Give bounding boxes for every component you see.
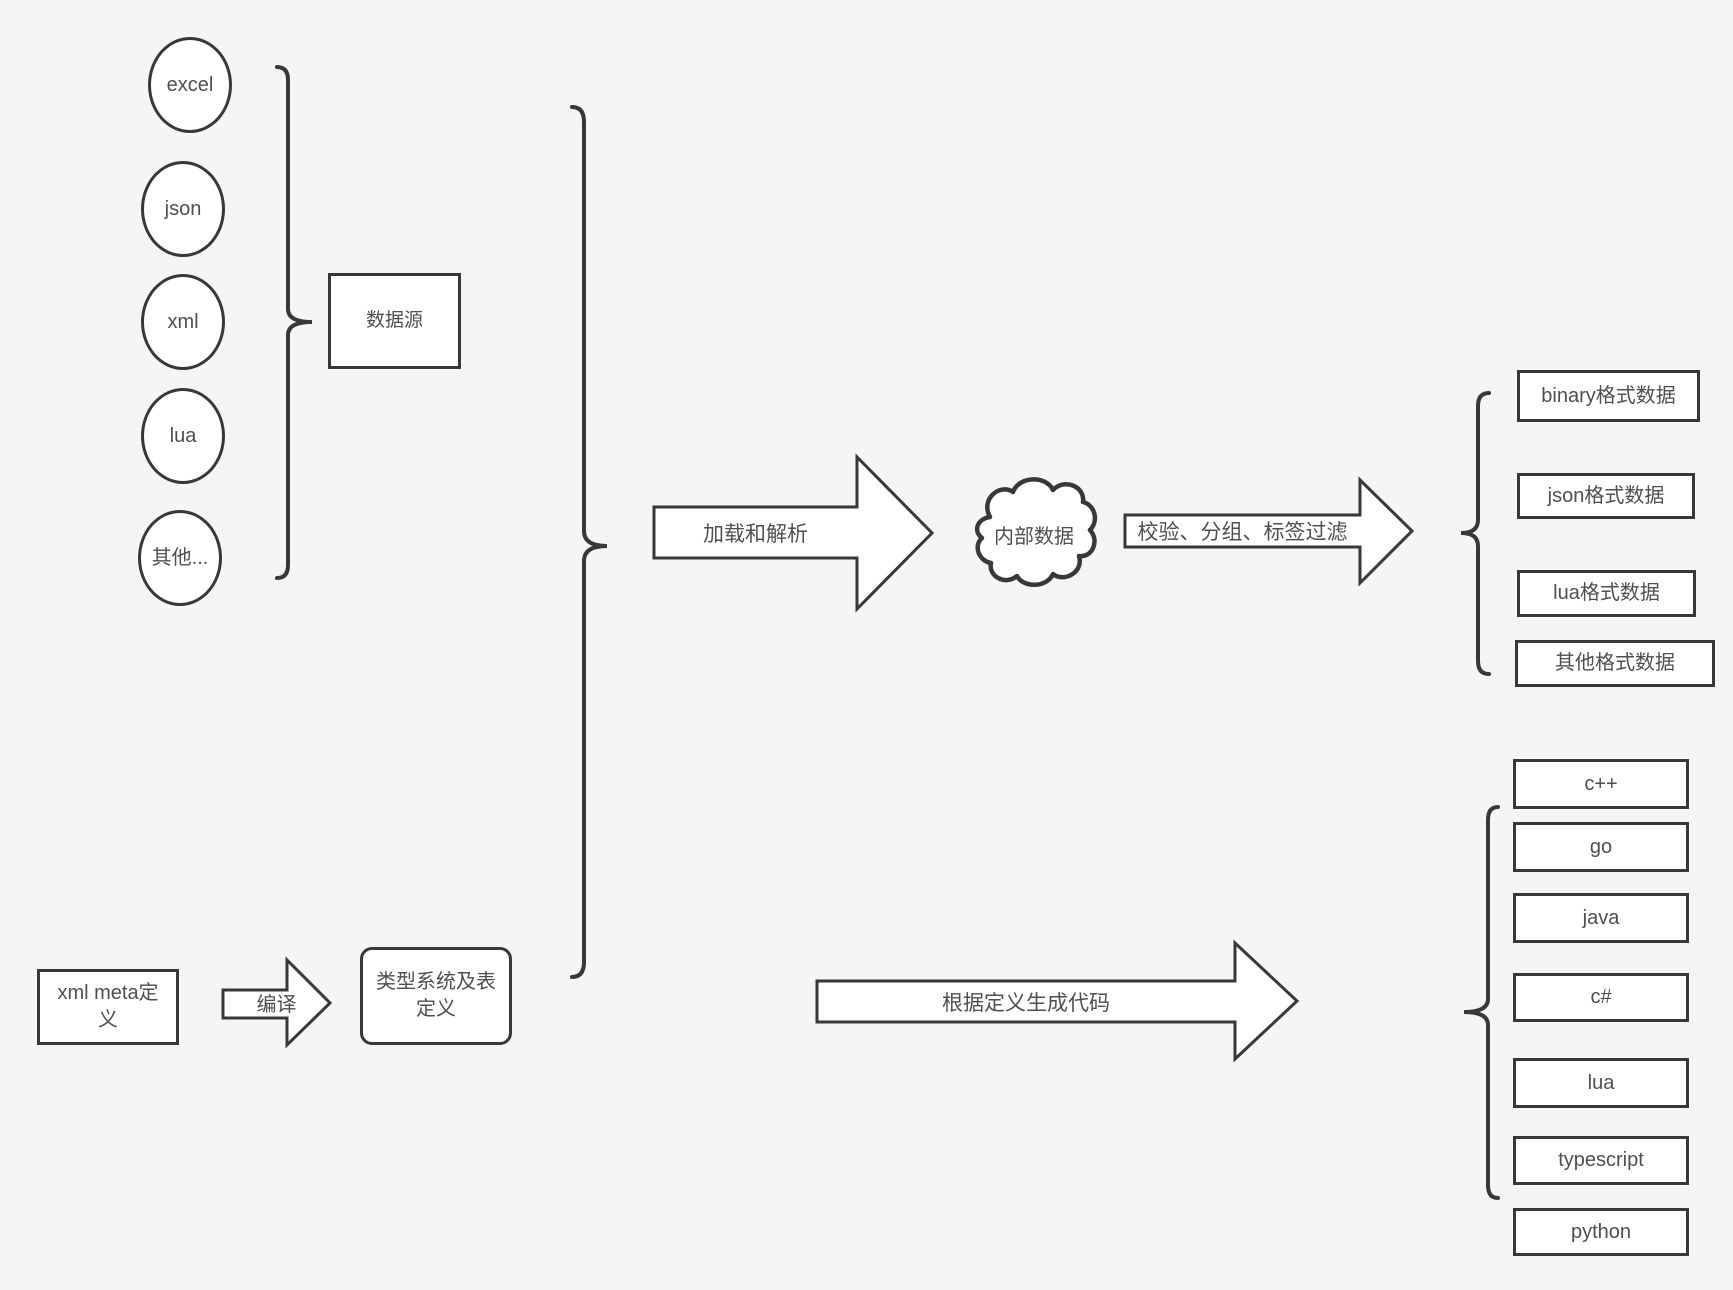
source-ellipse-excel: excel xyxy=(148,37,232,133)
language-label: go xyxy=(1589,835,1613,858)
language-box-python: python xyxy=(1513,1208,1689,1256)
arrow-compile xyxy=(221,956,333,1049)
source-ellipse-lua: lua xyxy=(141,388,225,484)
type-system-line2: 定义 xyxy=(416,998,456,1020)
source-label: excel xyxy=(166,73,214,96)
source-label: json xyxy=(164,197,202,220)
format-box-other: 其他格式数据 xyxy=(1515,640,1715,687)
source-label: xml xyxy=(167,310,199,333)
arrow-validate-filter-label: 校验、分组、标签过滤 xyxy=(1137,521,1348,544)
data-source-box: 数据源 xyxy=(328,273,461,369)
arrow-codegen xyxy=(815,939,1300,1063)
format-box-binary: binary格式数据 xyxy=(1517,370,1700,422)
source-ellipse-other: 其他... xyxy=(138,510,222,606)
language-box-cpp: c++ xyxy=(1513,759,1689,809)
brace-sources-group xyxy=(275,65,313,580)
xml-meta-def-box: xml meta定 义 xyxy=(37,969,179,1045)
xml-meta-def-line1: xml meta定 xyxy=(57,982,159,1004)
brace-main-group xyxy=(570,105,608,979)
format-label: 其他格式数据 xyxy=(1555,652,1675,674)
cloud-internal-data-label: 内部数据 xyxy=(994,525,1074,548)
arrow-validate-filter xyxy=(1123,476,1415,587)
source-ellipse-json: json xyxy=(141,161,225,257)
format-label: json格式数据 xyxy=(1547,484,1665,507)
language-label: c# xyxy=(1590,986,1612,1008)
type-system-line1: 类型系统及表 xyxy=(376,971,496,993)
xml-meta-def-line2: 义 xyxy=(98,1009,118,1031)
source-label: 其他... xyxy=(151,546,209,569)
arrow-load-parse-label: 加载和解析 xyxy=(703,522,808,546)
format-label: lua格式数据 xyxy=(1553,582,1660,604)
brace-languages xyxy=(1463,805,1500,1200)
language-box-typescript: typescript xyxy=(1513,1136,1689,1185)
data-source-label: 数据源 xyxy=(365,310,423,332)
cloud-internal-data xyxy=(974,477,1098,587)
arrow-load-parse xyxy=(652,453,935,613)
arrow-compile-label: 编译 xyxy=(256,994,297,1016)
language-box-java: java xyxy=(1513,893,1689,943)
brace-output-formats xyxy=(1460,391,1491,676)
language-box-lua: lua xyxy=(1513,1058,1689,1108)
language-box-go: go xyxy=(1513,822,1689,872)
language-label: java xyxy=(1582,906,1620,929)
format-box-lua: lua格式数据 xyxy=(1517,570,1696,617)
format-box-json: json格式数据 xyxy=(1517,473,1695,519)
language-label: c++ xyxy=(1584,772,1618,795)
language-box-csharp: c# xyxy=(1513,973,1689,1022)
language-label: lua xyxy=(1587,1071,1615,1094)
source-ellipse-xml: xml xyxy=(141,274,225,370)
type-system-box: 类型系统及表 定义 xyxy=(360,947,512,1045)
format-label: binary格式数据 xyxy=(1541,384,1676,407)
language-label: typescript xyxy=(1558,1149,1644,1171)
source-label: lua xyxy=(169,424,197,447)
arrow-codegen-label: 根据定义生成代码 xyxy=(942,991,1110,1015)
language-label: python xyxy=(1570,1220,1632,1243)
